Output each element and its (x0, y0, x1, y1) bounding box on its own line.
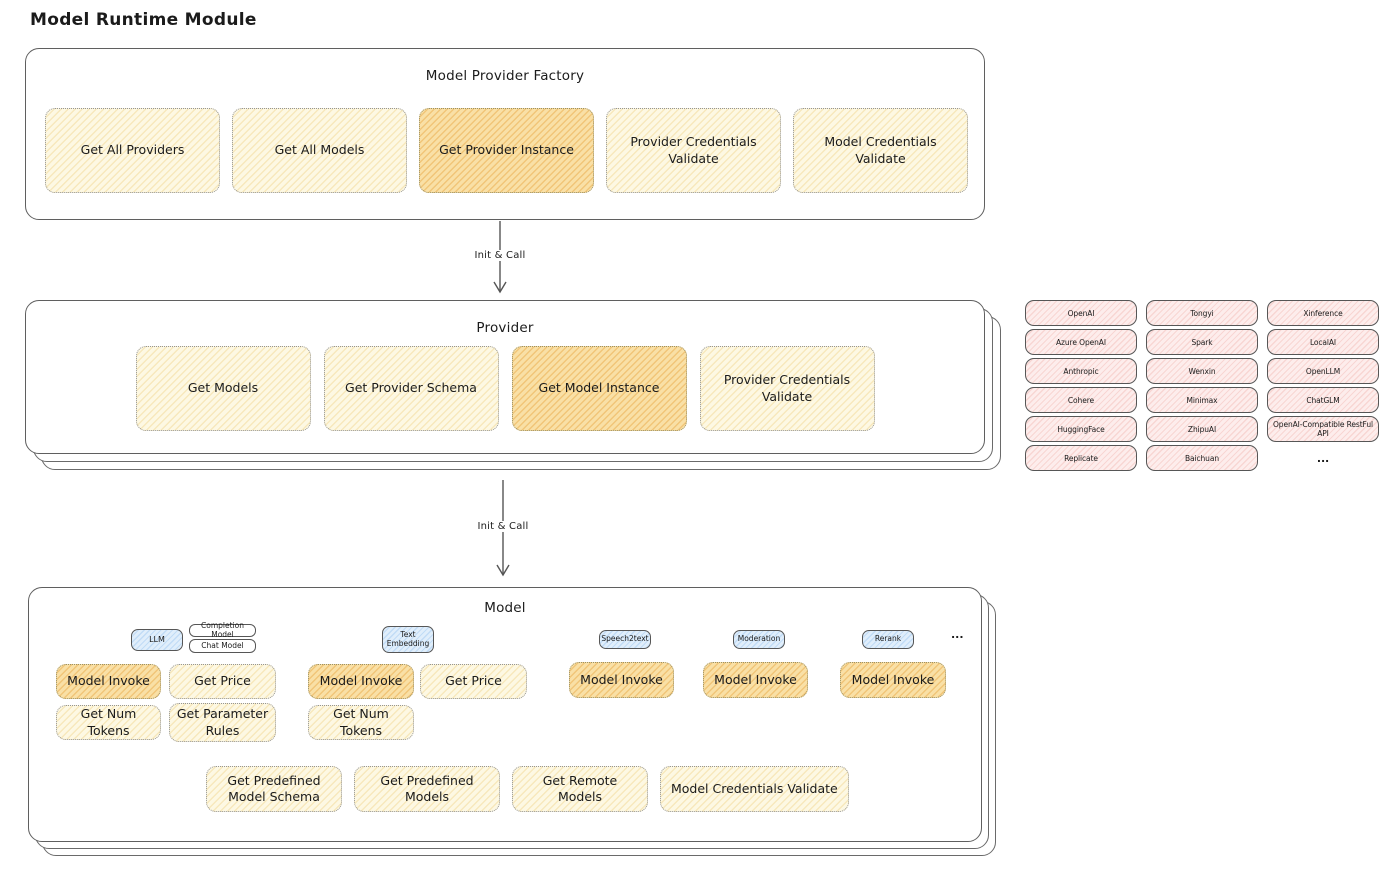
factory-node: Model Credentials Validate (793, 108, 968, 193)
model-node: Get Num Tokens (308, 705, 414, 740)
tab-text-embedding: Text Embedding (382, 626, 434, 653)
provider-list-grid: OpenAI Tongyi Xinference Azure OpenAI Sp… (1025, 300, 1379, 471)
tab-chat-model: Chat Model (189, 639, 256, 653)
model-node: Get Remote Models (512, 766, 648, 812)
tab-rerank: Rerank (862, 630, 914, 649)
provider-node: Get Provider Schema (323, 346, 499, 431)
tab-llm: LLM (131, 629, 183, 651)
arrow1-label: Init & Call (469, 250, 531, 261)
provider-chip: Wenxin (1146, 358, 1258, 384)
provider-chip: LocalAI (1267, 329, 1379, 355)
factory-items: Get All Providers Get All Models Get Pro… (45, 108, 968, 193)
provider-chip: ChatGLM (1267, 387, 1379, 413)
provider-chip: Baichuan (1146, 445, 1258, 471)
provider-chip: ... (1316, 451, 1330, 465)
arrow2-label: Init & Call (472, 521, 534, 532)
tab-completion-model: Completion Model (189, 621, 256, 638)
model-node: Model Invoke (703, 662, 808, 698)
provider-chip: Tongyi (1146, 300, 1258, 326)
model-node: Model Credentials Validate (660, 766, 849, 812)
factory-section: Model Provider Factory Get All Providers… (25, 48, 985, 220)
model-node: Model Invoke (308, 664, 414, 699)
factory-node: Get All Providers (45, 108, 220, 193)
provider-section: Provider Get Models Get Provider Schema … (25, 300, 985, 454)
provider-chip: Replicate (1025, 445, 1137, 471)
provider-chip: HuggingFace (1025, 416, 1137, 442)
provider-chip: Anthropic (1025, 358, 1137, 384)
model-node: Model Invoke (56, 664, 161, 699)
provider-chip: Azure OpenAI (1025, 329, 1137, 355)
model-node: Get Predefined Model Schema (206, 766, 342, 812)
provider-chip: Minimax (1146, 387, 1258, 413)
factory-node: Get Provider Instance (419, 108, 594, 193)
model-node: Get Num Tokens (56, 705, 161, 740)
provider-node: Get Models (135, 346, 311, 431)
model-node: Model Invoke (569, 662, 674, 698)
page-title: Model Runtime Module (30, 10, 257, 30)
model-node: Get Predefined Models (354, 766, 500, 812)
provider-chip: OpenAI (1025, 300, 1137, 326)
provider-chip: Cohere (1025, 387, 1137, 413)
factory-node: Get All Models (232, 108, 407, 193)
model-section: Model LLM Completion Model Chat Model Te… (28, 587, 982, 842)
model-node: Get Price (169, 664, 276, 699)
model-section-title: Model (484, 600, 526, 616)
factory-node: Provider Credentials Validate (606, 108, 781, 193)
provider-node: Provider Credentials Validate (699, 346, 875, 431)
provider-chip: OpenAI-Compatible RestFul API (1267, 416, 1379, 442)
model-node: Model Invoke (840, 662, 946, 698)
provider-items: Get Models Get Provider Schema Get Model… (26, 346, 984, 431)
provider-chip: Spark (1146, 329, 1258, 355)
model-node: Get Price (420, 664, 527, 699)
provider-section-title: Provider (476, 320, 534, 336)
tab-moderation: Moderation (733, 630, 785, 649)
more-ellipsis: ... (951, 628, 964, 641)
tab-speech2text: Speech2text (599, 630, 651, 649)
provider-chip: Xinference (1267, 300, 1379, 326)
provider-node: Get Model Instance (511, 346, 687, 431)
factory-section-title: Model Provider Factory (425, 68, 585, 84)
model-node: Get Parameter Rules (169, 703, 276, 742)
model-bottom-row: Get Predefined Model Schema Get Predefin… (206, 766, 849, 812)
provider-chip: ZhipuAI (1146, 416, 1258, 442)
provider-chip: OpenLLM (1267, 358, 1379, 384)
